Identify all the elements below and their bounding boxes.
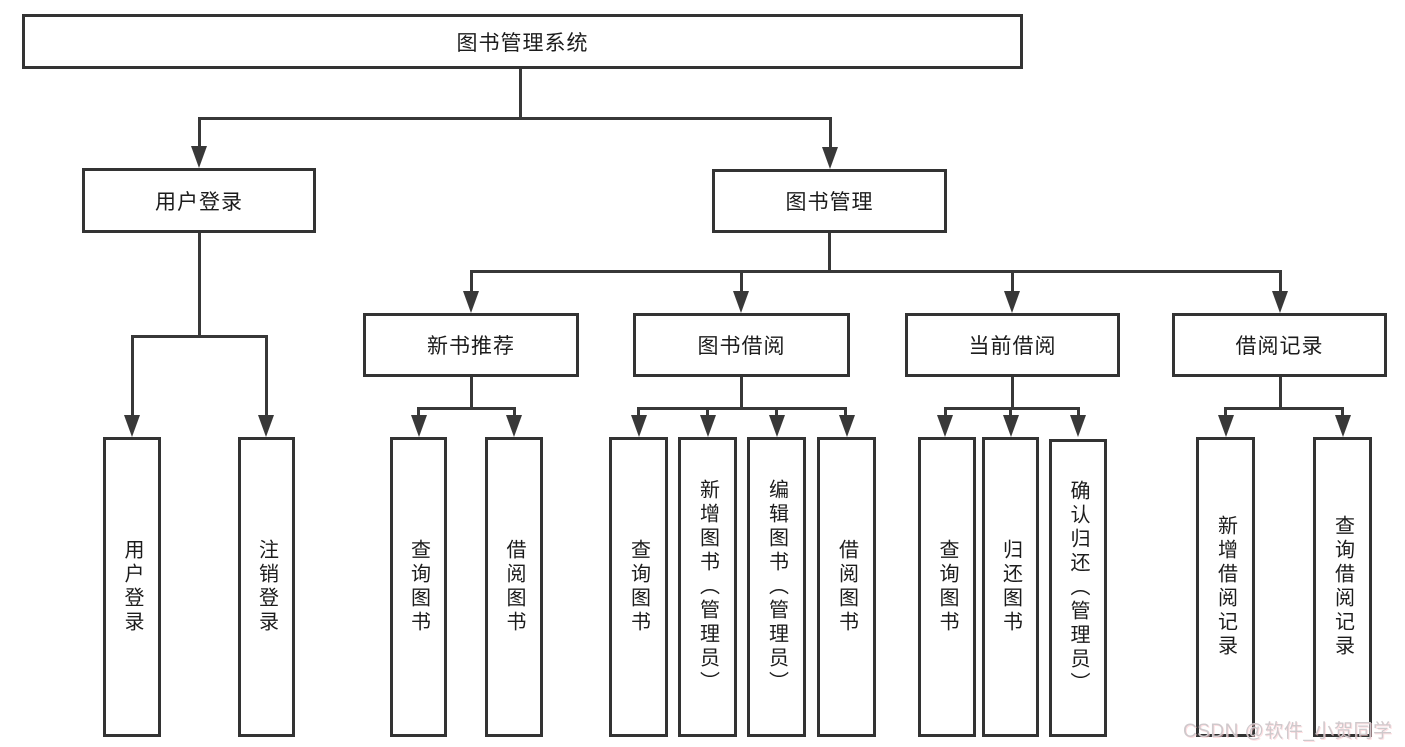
connector-segment bbox=[943, 407, 947, 419]
arrow-down-icon bbox=[506, 415, 522, 437]
node-leaf-query-book-recommend: 查询图书 bbox=[390, 437, 447, 737]
connector-segment bbox=[844, 407, 847, 419]
connector-segment bbox=[469, 270, 1282, 273]
node-leaf-edit-book-admin: 编辑图书（管理员） bbox=[747, 437, 806, 737]
connector-segment bbox=[1341, 407, 1344, 419]
connector-segment bbox=[827, 233, 831, 273]
node-leaf-borrow-book-recommend: 借阅图书 bbox=[485, 437, 543, 737]
arrow-down-icon bbox=[1217, 415, 1234, 437]
csdn-watermark: CSDN @软件_小贺同学 bbox=[1183, 721, 1393, 742]
node-leaf-add-book-admin: 新增图书（管理员） bbox=[678, 437, 737, 737]
node-label: 归还图书 bbox=[999, 539, 1022, 635]
arrow-down-icon bbox=[768, 415, 785, 437]
connector-segment bbox=[1224, 407, 1342, 410]
node-book-management: 图书管理 bbox=[712, 169, 947, 233]
node-current-borrow: 当前借阅 bbox=[905, 313, 1120, 377]
node-label: 用户登录 bbox=[155, 190, 243, 214]
connector-segment bbox=[739, 377, 743, 410]
node-library-system: 图书管理系统 bbox=[22, 14, 1023, 69]
arrow-down-icon bbox=[1334, 415, 1351, 437]
node-borrow-record: 借阅记录 bbox=[1172, 313, 1387, 377]
connector-segment bbox=[197, 117, 201, 150]
arrow-down-icon bbox=[1070, 415, 1086, 437]
node-label: 查询借阅记录 bbox=[1331, 515, 1354, 659]
node-label: 查询图书 bbox=[407, 539, 430, 635]
arrow-down-icon bbox=[1272, 291, 1288, 313]
connector-segment bbox=[130, 335, 268, 338]
node-label: 新书推荐 bbox=[427, 335, 515, 358]
node-label: 图书管理系统 bbox=[456, 31, 589, 55]
node-label: 图书管理 bbox=[785, 191, 874, 214]
node-leaf-user-login: 用户登录 bbox=[103, 437, 161, 737]
node-label: 新增图书（管理员） bbox=[696, 479, 719, 695]
connector-segment bbox=[130, 335, 134, 419]
arrow-down-icon bbox=[1002, 415, 1019, 437]
node-label: 确认归还（管理员） bbox=[1067, 480, 1089, 696]
connector-segment bbox=[469, 270, 473, 294]
node-label: 查询图书 bbox=[627, 539, 650, 635]
connector-segment bbox=[637, 407, 847, 410]
connector-segment bbox=[706, 407, 709, 419]
node-new-book-recommend: 新书推荐 bbox=[363, 313, 579, 377]
connector-segment bbox=[775, 407, 778, 419]
connector-segment bbox=[197, 232, 201, 337]
arrow-down-icon bbox=[124, 415, 140, 437]
connector-segment bbox=[518, 68, 522, 118]
node-leaf-return-book: 归还图书 bbox=[982, 437, 1039, 737]
node-book-borrow: 图书借阅 bbox=[633, 313, 850, 377]
node-user-login: 用户登录 bbox=[82, 168, 316, 233]
arrow-down-icon bbox=[258, 415, 274, 437]
arrow-down-icon bbox=[463, 291, 479, 313]
connector-segment bbox=[1009, 407, 1012, 419]
node-label: 查询图书 bbox=[936, 539, 958, 635]
arrow-down-icon bbox=[191, 146, 207, 168]
arrow-down-icon bbox=[822, 147, 838, 169]
node-leaf-confirm-return-admin: 确认归还（管理员） bbox=[1049, 439, 1107, 737]
node-leaf-query-borrow-record: 查询借阅记录 bbox=[1313, 437, 1372, 737]
node-leaf-add-borrow-record: 新增借阅记录 bbox=[1196, 437, 1255, 737]
node-label: 用户登录 bbox=[121, 539, 143, 635]
connector-segment bbox=[1224, 407, 1227, 419]
connector-segment bbox=[1278, 270, 1282, 294]
connector-segment bbox=[264, 335, 268, 419]
node-label: 当前借阅 bbox=[968, 335, 1057, 358]
connector-segment bbox=[637, 407, 640, 419]
arrow-down-icon bbox=[630, 415, 647, 437]
arrow-down-icon bbox=[699, 415, 716, 437]
node-label: 新增借阅记录 bbox=[1214, 515, 1237, 659]
arrow-down-icon bbox=[1004, 291, 1020, 313]
node-leaf-query-current: 查询图书 bbox=[918, 437, 976, 737]
arrow-down-icon bbox=[410, 415, 427, 437]
connector-segment bbox=[1010, 270, 1014, 294]
node-label: 借阅记录 bbox=[1235, 335, 1324, 358]
connector-segment bbox=[417, 407, 515, 410]
node-label: 借阅图书 bbox=[503, 539, 525, 635]
connector-segment bbox=[469, 377, 473, 410]
connector-segment bbox=[828, 117, 832, 151]
connector-segment bbox=[1076, 407, 1080, 419]
node-label: 借阅图书 bbox=[835, 539, 858, 635]
connector-segment bbox=[197, 117, 832, 120]
arrow-down-icon bbox=[937, 415, 953, 437]
node-label: 编辑图书（管理员） bbox=[765, 479, 788, 695]
node-leaf-logout: 注销登录 bbox=[238, 437, 295, 737]
node-label: 图书借阅 bbox=[697, 335, 786, 358]
node-label: 注销登录 bbox=[255, 539, 278, 635]
node-leaf-query-book: 查询图书 bbox=[609, 437, 668, 737]
arrow-down-icon bbox=[838, 415, 855, 437]
node-leaf-borrow-book: 借阅图书 bbox=[817, 437, 876, 737]
connector-segment bbox=[417, 407, 420, 419]
connector-segment bbox=[1278, 377, 1282, 410]
arrow-down-icon bbox=[733, 291, 749, 313]
connector-segment bbox=[512, 407, 516, 419]
connector-segment bbox=[1010, 377, 1014, 410]
connector-segment bbox=[739, 270, 743, 294]
